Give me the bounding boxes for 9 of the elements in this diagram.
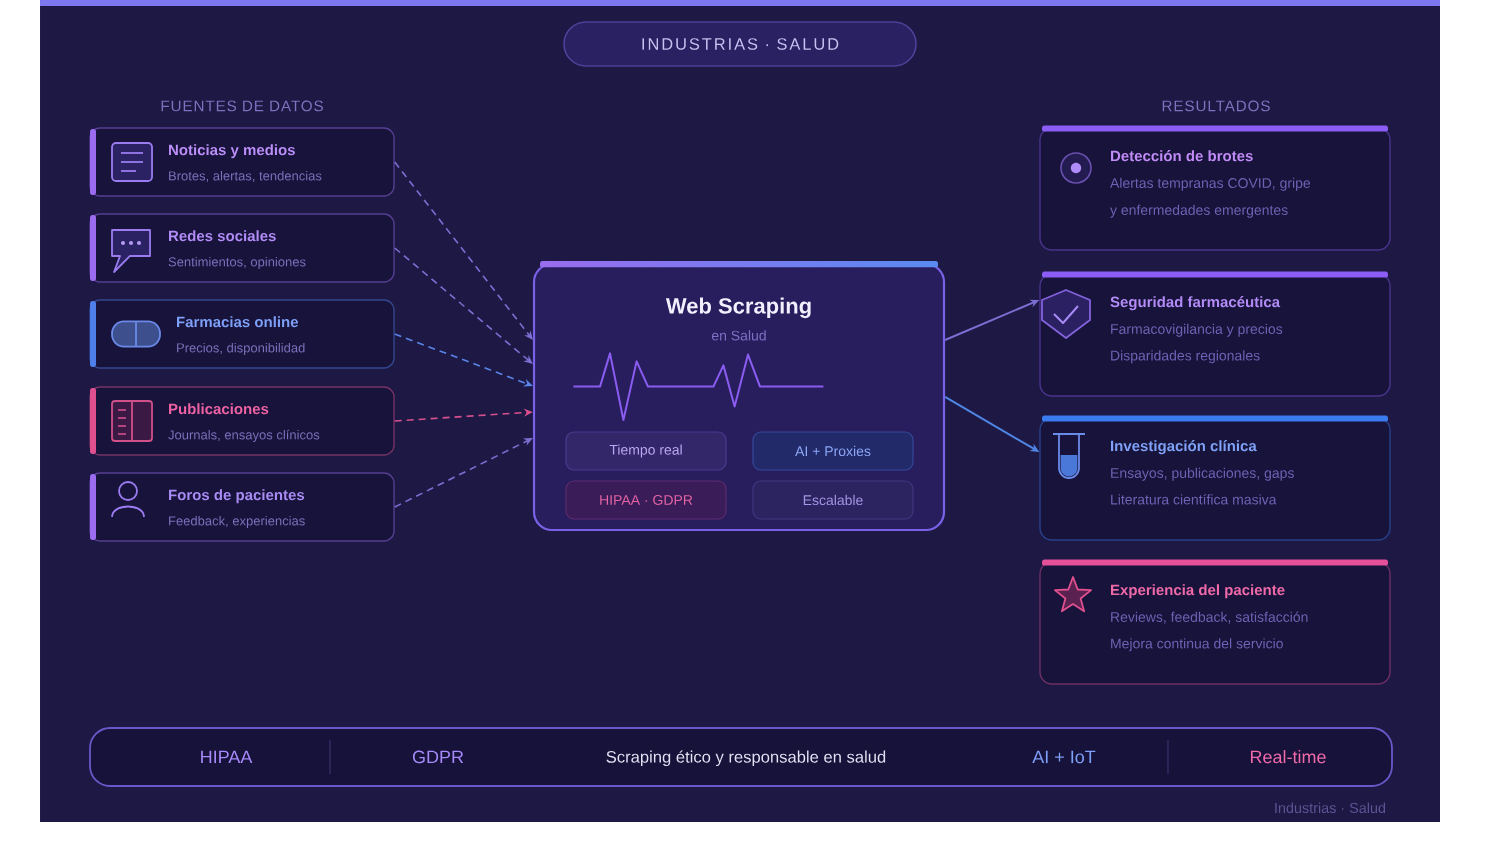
arrow xyxy=(393,247,533,364)
keyword-text: AI + IoT xyxy=(1032,750,1096,764)
keyword-text: GDPR xyxy=(412,750,464,764)
arrow xyxy=(393,161,533,340)
panel-title: Web Scraping xyxy=(665,297,811,319)
tagline-text: Scraping ético y responsable en salud xyxy=(606,750,886,767)
keyword-text: Real-time xyxy=(1250,750,1326,764)
keyword-text: HIPAA xyxy=(201,750,253,764)
title-pill: INDUSTRIAS · SALUD xyxy=(563,21,917,67)
